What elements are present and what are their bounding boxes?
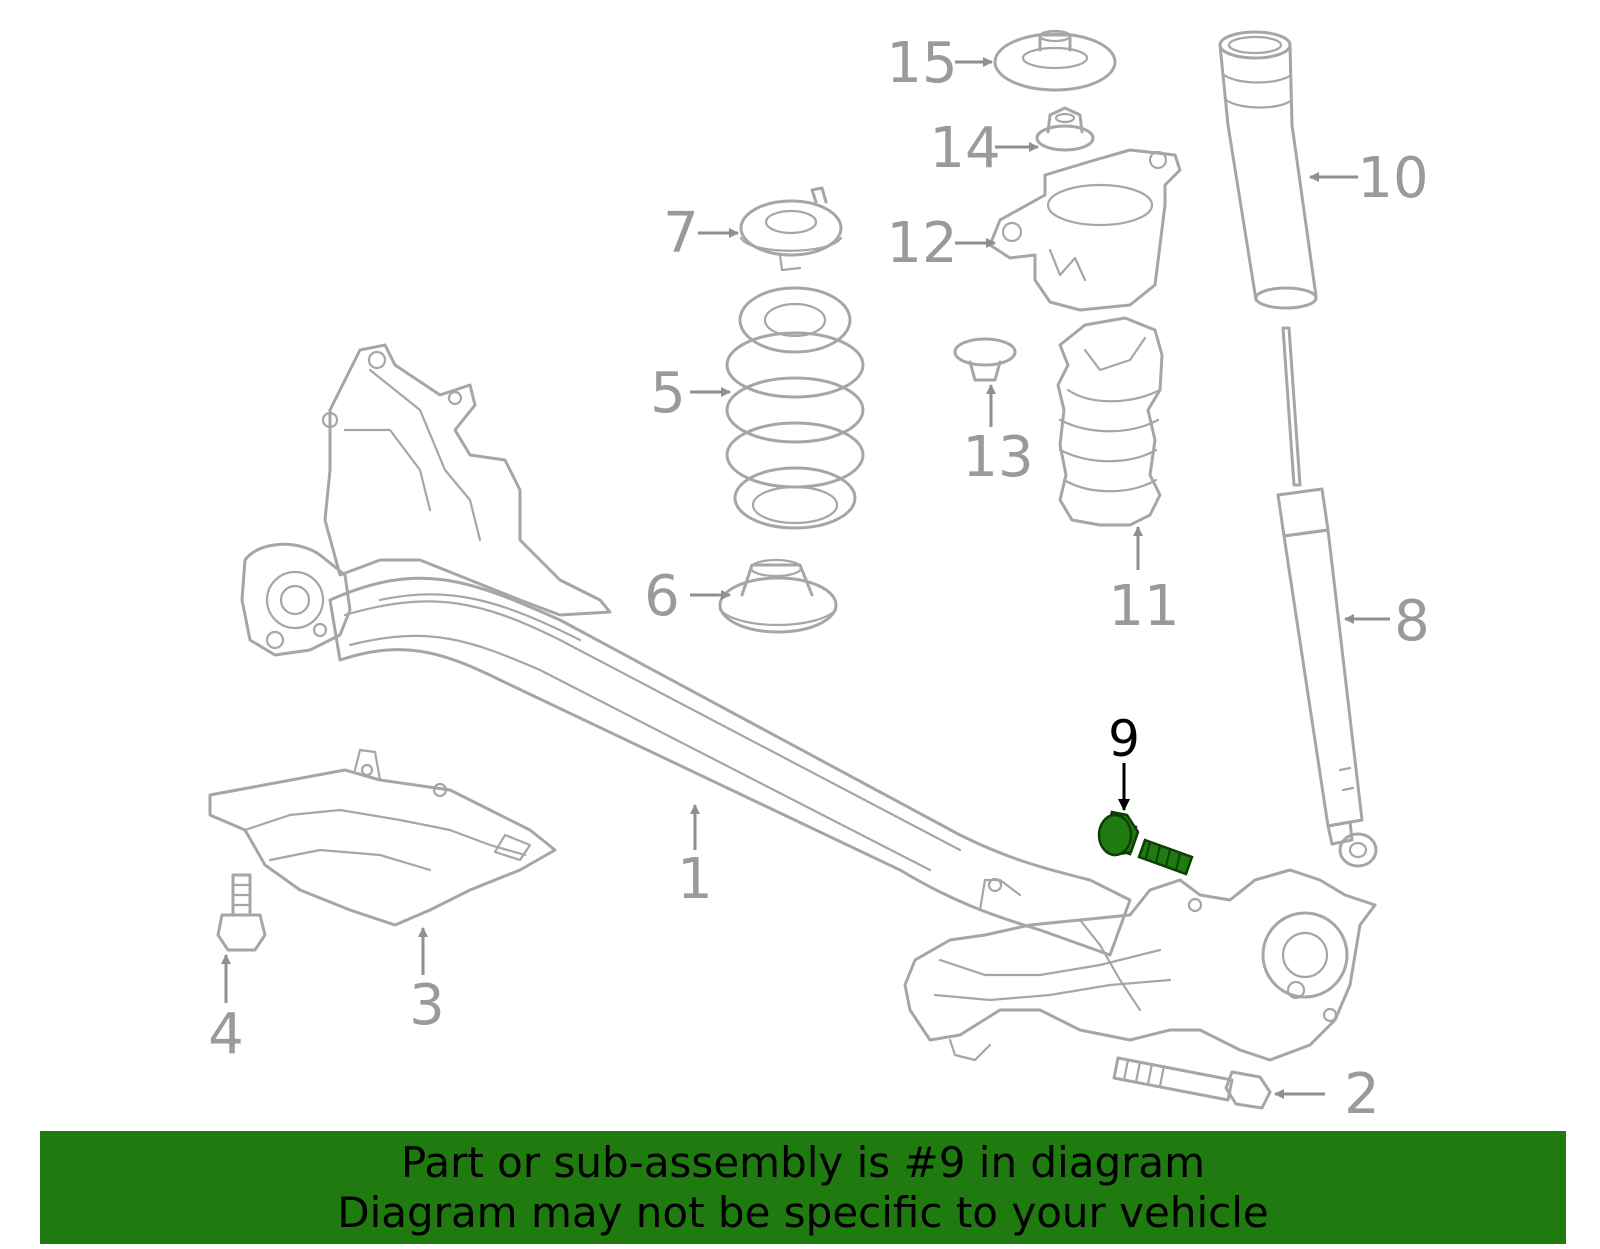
callout-6: 6 [644,564,680,629]
banner-line-disclaimer: Diagram may not be specific to your vehi… [337,1187,1269,1237]
callout-3: 3 [409,973,445,1038]
callout-labels: 1 2 3 4 5 6 7 8 10 11 12 13 14 15 9 [208,31,1430,1127]
callout-12: 12 [886,211,957,276]
leader-lines [221,57,1390,1099]
info-banner: Part or sub-assembly is #9 in diagram Di… [40,1131,1566,1244]
part-3-bracket [208,748,557,927]
banner-line-part-number: Part or sub-assembly is #9 in diagram [400,1137,1206,1187]
part-8-shock-absorber [1276,326,1378,868]
callout-11: 11 [1108,574,1179,639]
callout-5: 5 [650,361,686,426]
part-11-bump-stop [1056,316,1164,527]
part-5-coil-spring [725,286,865,530]
callout-4: 4 [208,1002,244,1067]
callout-7: 7 [663,201,699,266]
callout-14: 14 [929,116,1000,181]
part-4-bolt [216,873,267,952]
part-13-nut [953,337,1017,382]
callout-13: 13 [962,425,1033,490]
callout-8: 8 [1394,589,1430,654]
callout-1: 1 [677,847,713,912]
callout-2: 2 [1344,1062,1380,1127]
callout-10: 10 [1357,146,1428,211]
part-12-upper-mount [988,148,1182,312]
part-15-mount-cap [993,29,1117,92]
part-2-long-bolt [1112,1056,1272,1110]
part-7-upper-spring-seat [739,186,843,272]
part-1-rear-axle-beam [240,343,1377,1062]
part-10-dust-boot [1218,30,1318,310]
part-14-flange-nut [1035,106,1095,152]
callout-9-highlighted: 9 [1108,710,1140,768]
callout-15: 15 [886,31,957,96]
part-6-lower-spring-seat [718,558,838,634]
part-9-bolt-highlighted [1097,810,1194,876]
